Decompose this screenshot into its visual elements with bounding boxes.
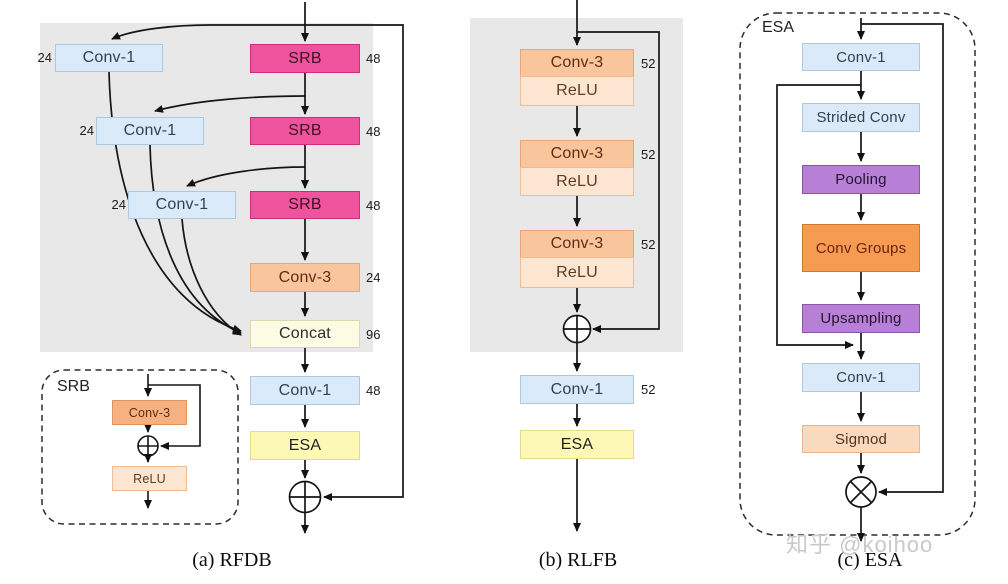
rfdb-srb-block-1: SRB — [250, 44, 360, 73]
rfdb-branch-to-conv1-1 — [111, 24, 211, 40]
watermark-text: 知乎 @koihoo — [786, 532, 934, 557]
channel-label: 48 — [366, 198, 381, 213]
channel-label: 52 — [641, 382, 656, 397]
esa-inner-skip-line — [776, 84, 861, 349]
rlfb-relu-block-3: ReLU — [520, 257, 634, 288]
esa-pooling-block: Pooling — [802, 165, 920, 194]
rfdb-panel — [40, 23, 373, 352]
srb-inset-box — [41, 369, 239, 525]
rfdb-conv1-block-3: Conv-1 — [128, 191, 236, 219]
srb-add-plus-icon — [138, 436, 158, 456]
rfdb-conv1-block-4: Conv-1 — [250, 376, 360, 405]
rlfb-arrows — [562, 0, 660, 532]
channel-label: 24 — [366, 270, 381, 285]
esa-upsampling-block: Upsampling — [802, 304, 920, 333]
rfdb-add-plus-icon — [289, 481, 321, 513]
rlfb-conv3-block-2: Conv-3 — [520, 140, 634, 168]
rfdb-branch-to-conv1-3 — [186, 166, 306, 187]
esa-conv1-block-top: Conv-1 — [802, 43, 920, 71]
esa-outer-skip-line — [861, 23, 944, 496]
esa-multiply-x-icon — [849, 480, 873, 504]
esa-conv-groups-block: Conv Groups — [802, 224, 920, 272]
rlfb-conv1-block: Conv-1 — [520, 375, 634, 404]
channel-label: 24 — [37, 50, 52, 65]
caption-rlfb: (b) RLFB — [538, 549, 618, 571]
channel-label: 24 — [79, 123, 94, 138]
rfdb-esa-block: ESA — [250, 431, 360, 460]
channel-label: 48 — [366, 51, 381, 66]
channel-label: 52 — [641, 147, 656, 162]
rfdb-conv1-block-2: Conv-1 — [96, 117, 204, 145]
srb-relu-block: ReLU — [112, 466, 187, 491]
esa-conv1-block-bottom: Conv-1 — [802, 363, 920, 392]
srb-inset-title: SRB — [57, 378, 90, 395]
esa-sigmod-block: Sigmod — [802, 425, 920, 453]
rfdb-srb-block-2: SRB — [250, 117, 360, 145]
esa-strided-conv-block: Strided Conv — [802, 103, 920, 132]
rlfb-add-plus-icon — [563, 315, 591, 343]
rfdb-arrows — [108, 2, 404, 534]
rfdb-skip-line — [210, 24, 404, 501]
channel-label: 52 — [641, 237, 656, 252]
rfdb-distill2-to-concat — [149, 144, 242, 334]
channel-label: 48 — [366, 383, 381, 398]
rfdb-conv1-block-1: Conv-1 — [55, 44, 163, 72]
srb-inset-arrows — [137, 374, 201, 509]
caption-esa: (c) ESA — [837, 549, 903, 571]
rfdb-branch-to-conv1-2 — [154, 95, 306, 113]
srb-conv3-block: Conv-3 — [112, 400, 187, 425]
esa-arrows — [776, 18, 944, 542]
rfdb-concat-block: Concat — [250, 320, 360, 348]
rfdb-srb-block-3: SRB — [250, 191, 360, 219]
caption-rfdb: (a) RFDB — [192, 549, 272, 571]
rlfb-conv3-block-1: Conv-3 — [520, 49, 634, 77]
channel-label: 24 — [111, 197, 126, 212]
channel-label: 96 — [366, 327, 381, 342]
channel-label: 48 — [366, 124, 381, 139]
esa-box-title: ESA — [762, 19, 795, 36]
esa-box — [739, 12, 976, 536]
rlfb-relu-block-1: ReLU — [520, 76, 634, 106]
rlfb-relu-block-2: ReLU — [520, 167, 634, 196]
rfdb-distill3-to-concat — [181, 218, 242, 336]
channel-label: 52 — [641, 56, 656, 71]
rfdb-conv3-block: Conv-3 — [250, 263, 360, 292]
rlfb-conv3-block-3: Conv-3 — [520, 230, 634, 258]
rlfb-skip-line — [577, 31, 660, 333]
rlfb-esa-block: ESA — [520, 430, 634, 459]
srb-skip-line — [148, 384, 201, 450]
